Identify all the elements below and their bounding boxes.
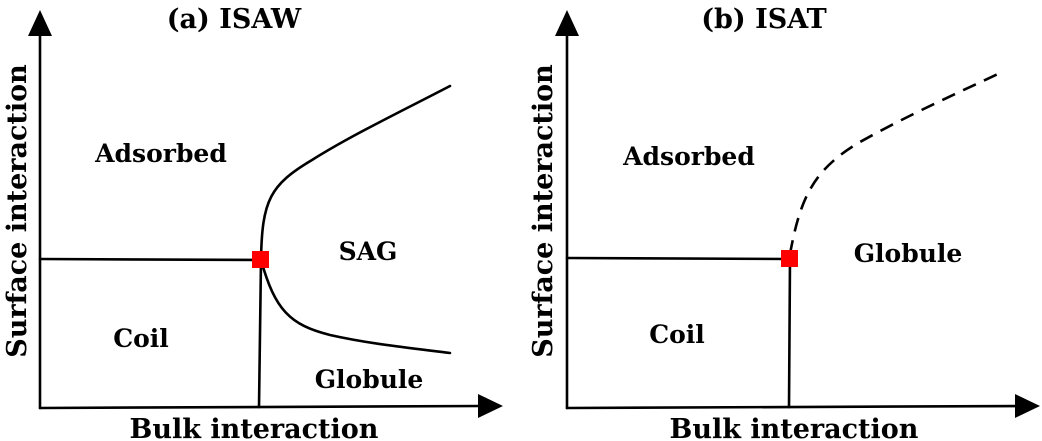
y-axis-label: Surface interaction bbox=[2, 64, 33, 358]
y-axis-arrowhead bbox=[28, 10, 52, 36]
x-axis-label: Bulk interaction bbox=[670, 414, 919, 441]
region-label-adsorbed: Adsorbed bbox=[622, 142, 755, 171]
x-axis-label: Bulk interaction bbox=[130, 414, 379, 441]
adsorption-transition-line bbox=[565, 256, 791, 261]
y-axis-label: Surface interaction bbox=[528, 64, 559, 358]
x-axis-arrowhead bbox=[1015, 394, 1040, 418]
adsorption-transition-line bbox=[38, 257, 263, 262]
theta-transition-line bbox=[787, 257, 792, 409]
region-label-coil: Coil bbox=[649, 320, 705, 349]
adsorbed-globule-boundary-dashed bbox=[788, 70, 1003, 255]
x-axis-arrowhead bbox=[478, 394, 503, 418]
sag-globule-boundary bbox=[259, 258, 452, 355]
multicritical-point bbox=[781, 250, 798, 267]
region-label-globule: Globule bbox=[315, 365, 424, 394]
y-axis-arrowhead bbox=[555, 10, 579, 36]
panel-b: (b) ISAT Surface interaction Bulk intera… bbox=[528, 4, 1040, 441]
adsorbed-sag-boundary bbox=[259, 84, 452, 262]
multicritical-point bbox=[252, 251, 269, 268]
x-axis bbox=[38, 404, 484, 410]
region-label-coil: Coil bbox=[113, 324, 169, 353]
panel-b-title: (b) ISAT bbox=[701, 4, 827, 35]
region-label-adsorbed: Adsorbed bbox=[94, 139, 227, 168]
panel-a: (a) ISAW Surface interaction Bulk intera… bbox=[2, 4, 503, 441]
region-label-globule: Globule bbox=[854, 239, 963, 268]
panel-a-title: (a) ISAW bbox=[167, 4, 302, 35]
theta-transition-line bbox=[257, 258, 263, 409]
region-label-sag: SAG bbox=[339, 237, 398, 266]
x-axis bbox=[565, 404, 1022, 410]
